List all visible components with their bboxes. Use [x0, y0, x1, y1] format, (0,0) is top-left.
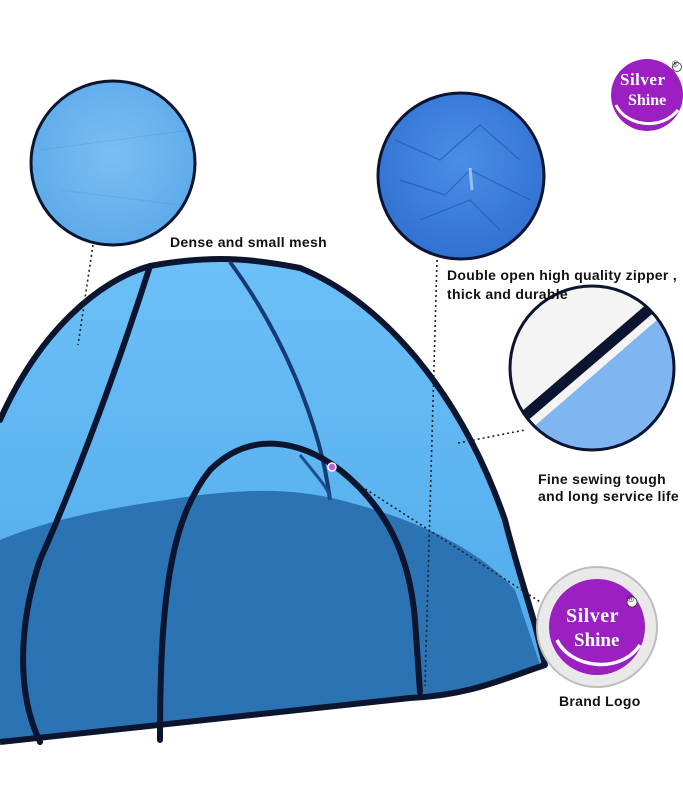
tent-body — [0, 256, 548, 745]
mesh-label: Dense and small mesh — [170, 234, 327, 250]
zipper-detail-circle — [376, 91, 546, 261]
logo-bottom-line1: Silver — [566, 605, 619, 627]
sewing-detail-circle — [508, 284, 676, 452]
callout-leader-lines — [77, 244, 546, 687]
brand-logo-label: Brand Logo — [559, 693, 641, 709]
zipper-label-line2: thick and durable — [447, 286, 569, 302]
sewing-label-line1: Fine sewing tough — [538, 471, 666, 487]
logo-bottom-registered: ® — [627, 594, 635, 605]
sewing-label-line2: and long service life — [538, 488, 679, 504]
logo-top-line1: Silver — [620, 70, 666, 89]
zipper-label-line1: Double open high quality zipper , — [447, 267, 678, 283]
logo-top-line2: Shine — [628, 92, 667, 109]
logo-bottom-line2: Shine — [574, 630, 620, 651]
mesh-detail-circle — [29, 79, 197, 247]
silver-shine-logo-top — [611, 59, 683, 131]
silver-shine-logo-bottom — [536, 566, 658, 688]
logo-top-registered: ® — [672, 59, 679, 69]
